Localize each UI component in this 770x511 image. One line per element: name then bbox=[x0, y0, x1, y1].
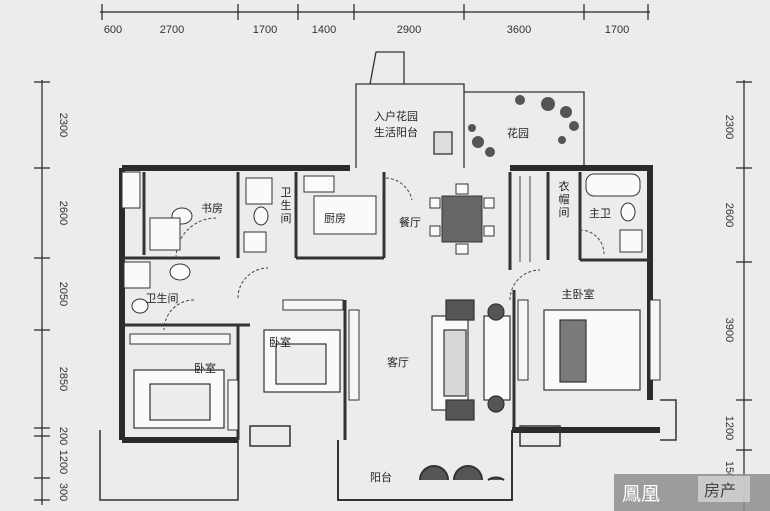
label-entry-garden-2: 生活阳台 bbox=[374, 125, 418, 139]
dim-right-2: 2600 bbox=[723, 203, 735, 227]
dim-top-1: 600 bbox=[104, 24, 122, 36]
watermark: 鳳凰 房产 bbox=[614, 474, 770, 511]
dim-left-5: 200 bbox=[57, 427, 69, 445]
left-dimension-line bbox=[34, 80, 50, 505]
fixtures bbox=[121, 171, 643, 314]
right-dimension-line bbox=[736, 80, 752, 511]
label-entry-garden-1: 入户花园 bbox=[374, 109, 418, 123]
dim-left-1: 2300 bbox=[57, 113, 69, 137]
dim-left-7: 300 bbox=[57, 483, 69, 501]
entry-garden-area bbox=[355, 51, 585, 168]
room-labels: 入户花园 生活阳台 花园 书房 厨房 餐厅 主卫 卫生间 主卧室 卧室 卧室 客… bbox=[146, 109, 612, 484]
label-garden: 花园 bbox=[507, 127, 529, 140]
dim-right-1: 2300 bbox=[723, 115, 735, 139]
dim-top-2: 2700 bbox=[160, 24, 184, 36]
top-dimension-labels: 600 2700 1700 1400 2900 3600 1700 bbox=[104, 24, 629, 36]
label-master-bedroom: 主卧室 bbox=[562, 287, 595, 301]
dim-top-3: 1700 bbox=[253, 24, 277, 36]
dim-top-5: 2900 bbox=[397, 24, 421, 36]
side-balconies bbox=[99, 399, 677, 501]
dim-left-2: 2600 bbox=[57, 201, 69, 225]
dim-right-3: 3900 bbox=[723, 318, 735, 342]
dim-top-6: 3600 bbox=[507, 24, 531, 36]
label-closet: 衣帽间 bbox=[559, 179, 570, 219]
label-bedroom-a: 卧室 bbox=[194, 361, 216, 375]
label-master-bath: 主卫 bbox=[589, 207, 611, 220]
label-dining: 餐厅 bbox=[399, 215, 421, 229]
garden-plants bbox=[468, 95, 579, 157]
closet-hangers bbox=[519, 176, 531, 262]
dim-top-7: 1700 bbox=[605, 24, 629, 36]
watermark-brand: 鳳凰 bbox=[622, 483, 660, 505]
label-kitchen: 厨房 bbox=[324, 212, 346, 225]
dim-right-4: 1200 bbox=[723, 416, 735, 440]
label-study: 书房 bbox=[201, 202, 223, 215]
vertical-labels: 卫生间 衣帽间 bbox=[281, 179, 570, 225]
label-bath-left: 卫生间 bbox=[146, 291, 179, 305]
door-swings bbox=[163, 177, 605, 331]
top-dimension-line bbox=[100, 4, 650, 20]
label-balcony: 阳台 bbox=[370, 470, 392, 484]
left-dimension-labels: 2300 2600 2050 2850 200 1200 300 bbox=[57, 113, 69, 501]
balcony bbox=[337, 430, 513, 501]
label-living: 客厅 bbox=[387, 355, 409, 369]
label-bedroom-b: 卧室 bbox=[269, 335, 291, 349]
sofa-set bbox=[431, 299, 511, 421]
dim-top-4: 1400 bbox=[312, 24, 336, 36]
watermark-label: 房产 bbox=[704, 481, 736, 500]
dining-table bbox=[429, 183, 495, 255]
windows bbox=[129, 299, 661, 431]
label-bath-top: 卫生间 bbox=[281, 186, 292, 225]
dim-left-3: 2050 bbox=[57, 282, 69, 306]
dim-left-6: 1200 bbox=[57, 450, 69, 474]
dim-left-4: 2850 bbox=[57, 367, 69, 391]
interior-walls bbox=[122, 172, 650, 440]
beds bbox=[133, 309, 641, 429]
